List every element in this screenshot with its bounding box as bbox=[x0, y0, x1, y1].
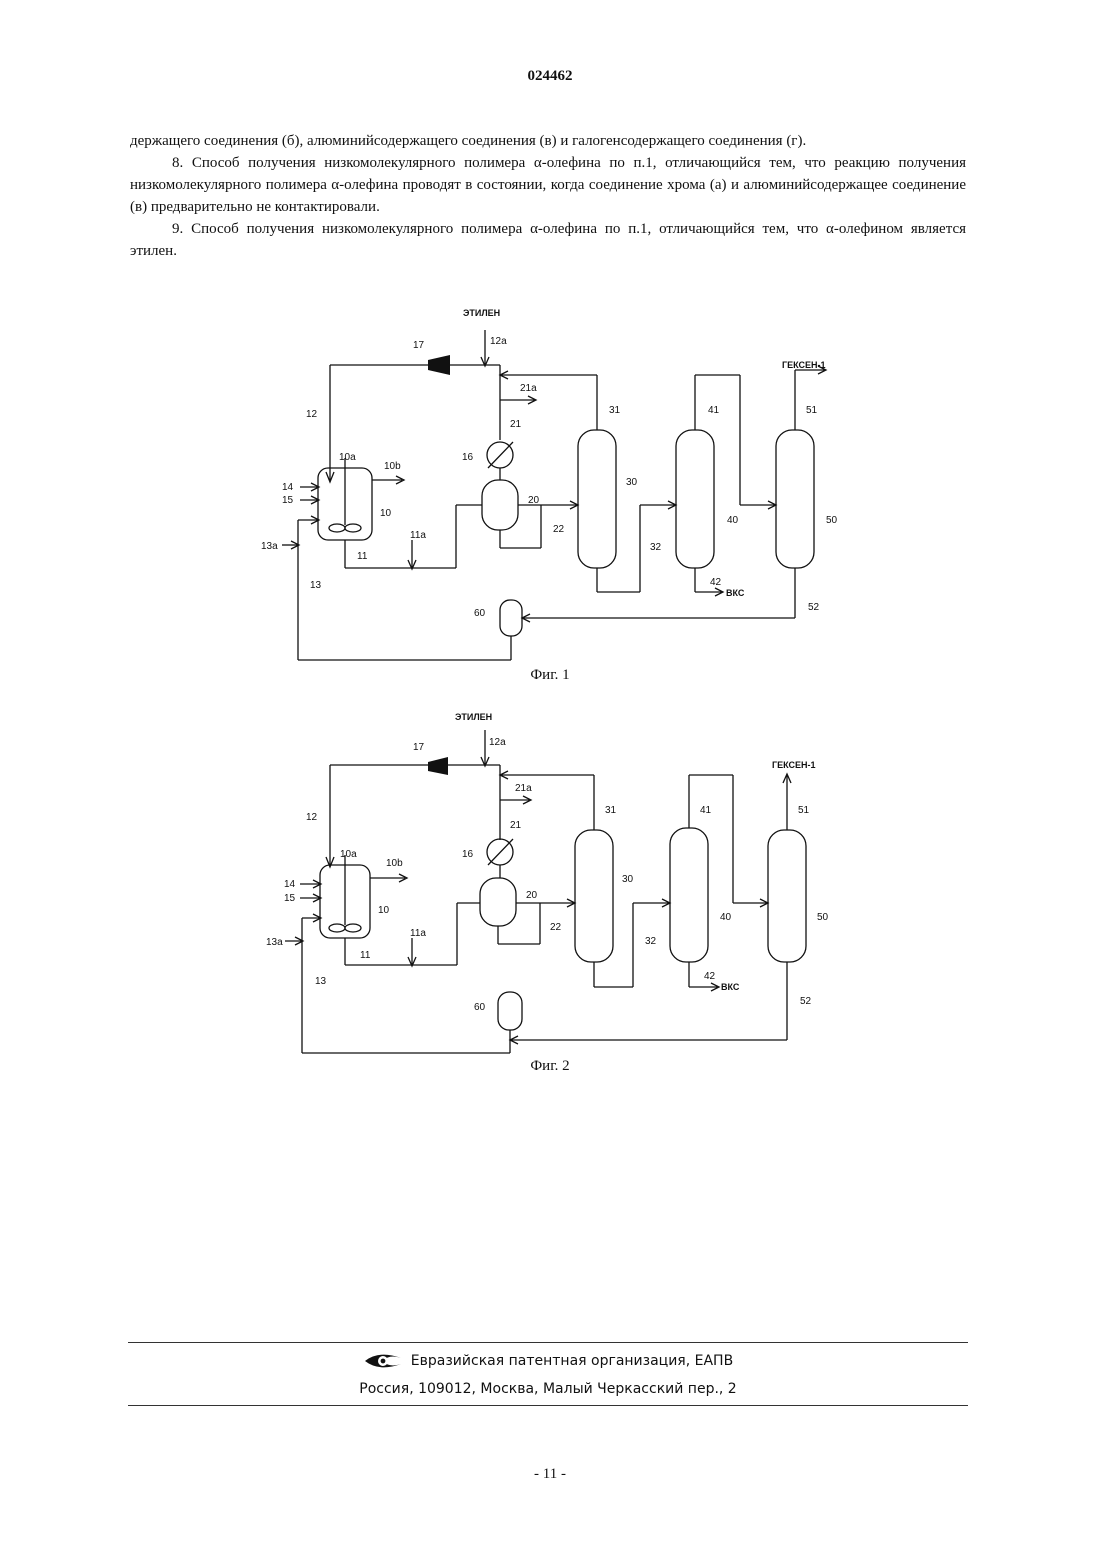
stream-number-label: 21a bbox=[520, 383, 537, 394]
footer-bottom-rule bbox=[128, 1405, 968, 1406]
footer-org-text: Евразийская патентная организация, ЕАПВ bbox=[411, 1353, 733, 1369]
figure-2-diagram: ЭТИЛЕН 12a 17 12 21a 21 31 41 51 ГЕКСЕН-… bbox=[0, 700, 1100, 1070]
stream-number-label: 50 bbox=[817, 912, 829, 923]
stream-number-label: 12 bbox=[306, 812, 318, 823]
stream-number-label: 22 bbox=[553, 524, 565, 535]
hexene-label: ГЕКСЕН-1 bbox=[772, 760, 815, 770]
stream-number-label: 10a bbox=[339, 452, 356, 463]
stream-number-label: 30 bbox=[626, 477, 638, 488]
stream-number-label: 13a bbox=[261, 541, 278, 552]
stream-number-label: 13 bbox=[310, 580, 322, 591]
stream-number-label: 42 bbox=[704, 971, 716, 982]
paragraph-continuation: держащего соединения (б), алюминийсодерж… bbox=[130, 130, 966, 152]
page-number: - 11 - bbox=[0, 1466, 1100, 1483]
figure-2-caption: Фиг. 2 bbox=[0, 1058, 1100, 1075]
eapo-logo-icon bbox=[363, 1352, 403, 1370]
stream-number-label: 20 bbox=[528, 495, 540, 506]
stream-number-label: 31 bbox=[609, 405, 621, 416]
stream-number-label: 17 bbox=[413, 340, 425, 351]
stream-number-label: 60 bbox=[474, 608, 486, 619]
stream-number-label: 13 bbox=[315, 976, 327, 987]
footer-address: Россия, 109012, Москва, Малый Черкасский… bbox=[128, 1381, 968, 1397]
stream-number-label: 50 bbox=[826, 515, 838, 526]
vks-label: ВКС bbox=[721, 982, 740, 992]
stream-number-label: 52 bbox=[800, 996, 812, 1007]
stream-number-label: 14 bbox=[284, 879, 296, 890]
stream-number-label: 40 bbox=[727, 515, 739, 526]
stream-number-label: 16 bbox=[462, 452, 474, 463]
stream-number-label: 14 bbox=[282, 482, 294, 493]
claim-9: 9. Способ получения низкомолекулярного п… bbox=[130, 218, 966, 262]
stream-number-label: 13a bbox=[266, 937, 283, 948]
stream-number-label: 41 bbox=[708, 405, 720, 416]
stream-number-label: 32 bbox=[650, 542, 662, 553]
stream-number-label: 20 bbox=[526, 890, 538, 901]
stream-number-label: 51 bbox=[806, 405, 818, 416]
stream-number-label: 15 bbox=[284, 893, 296, 904]
stream-number-label: 40 bbox=[720, 912, 732, 923]
stream-number-label: 11 bbox=[357, 551, 368, 562]
stream-number-label: 12a bbox=[490, 336, 507, 347]
stream-number-label: 12a bbox=[489, 737, 506, 748]
stream-number-label: 17 bbox=[413, 742, 425, 753]
stream-number-label: 10b bbox=[384, 461, 401, 472]
footer-top-rule bbox=[128, 1342, 968, 1343]
stream-number-label: 10b bbox=[386, 858, 403, 869]
stream-number-label: 52 bbox=[808, 602, 820, 613]
stream-number-label: 42 bbox=[710, 577, 722, 588]
document-number: 024462 bbox=[0, 68, 1100, 85]
figure-1-caption: Фиг. 1 bbox=[0, 667, 1100, 684]
stream-number-label: 11a bbox=[410, 530, 426, 541]
stream-number-label: 10 bbox=[378, 905, 390, 916]
stream-number-label: 21 bbox=[510, 419, 522, 430]
stream-number-label: 10 bbox=[380, 508, 392, 519]
stream-number-label: 51 bbox=[798, 805, 810, 816]
hexene-label: ГЕКСЕН-1 bbox=[782, 360, 825, 370]
stream-number-label: 11 bbox=[360, 950, 371, 961]
stream-number-label: 12 bbox=[306, 409, 318, 420]
stream-number-label: 22 bbox=[550, 922, 562, 933]
stream-number-label: 60 bbox=[474, 1002, 486, 1013]
stream-number-label: 15 bbox=[282, 495, 294, 506]
stream-number-label: 16 bbox=[462, 849, 474, 860]
vks-label: ВКС bbox=[726, 588, 745, 598]
claim-8: 8. Способ получения низкомолекулярного п… bbox=[130, 152, 966, 218]
claims-text: держащего соединения (б), алюминийсодерж… bbox=[130, 130, 966, 262]
figure-1-diagram: ЭТИЛЕН 12a 17 12 21a 21 31 41 51 ГЕКСЕН-… bbox=[0, 300, 1100, 690]
stream-number-label: 21 bbox=[510, 820, 522, 831]
stream-number-label: 30 bbox=[622, 874, 634, 885]
stream-number-label: 10a bbox=[340, 849, 357, 860]
stream-number-label: 21a bbox=[515, 783, 532, 794]
ethylene-label: ЭТИЛЕН bbox=[463, 308, 500, 318]
stream-number-label: 41 bbox=[700, 805, 712, 816]
stream-number-label: 31 bbox=[605, 805, 617, 816]
stream-number-label: 32 bbox=[645, 936, 657, 947]
stream-number-label: 11a bbox=[410, 928, 426, 939]
ethylene-label: ЭТИЛЕН bbox=[455, 712, 492, 722]
footer-org: Евразийская патентная организация, ЕАПВ bbox=[128, 1352, 968, 1370]
